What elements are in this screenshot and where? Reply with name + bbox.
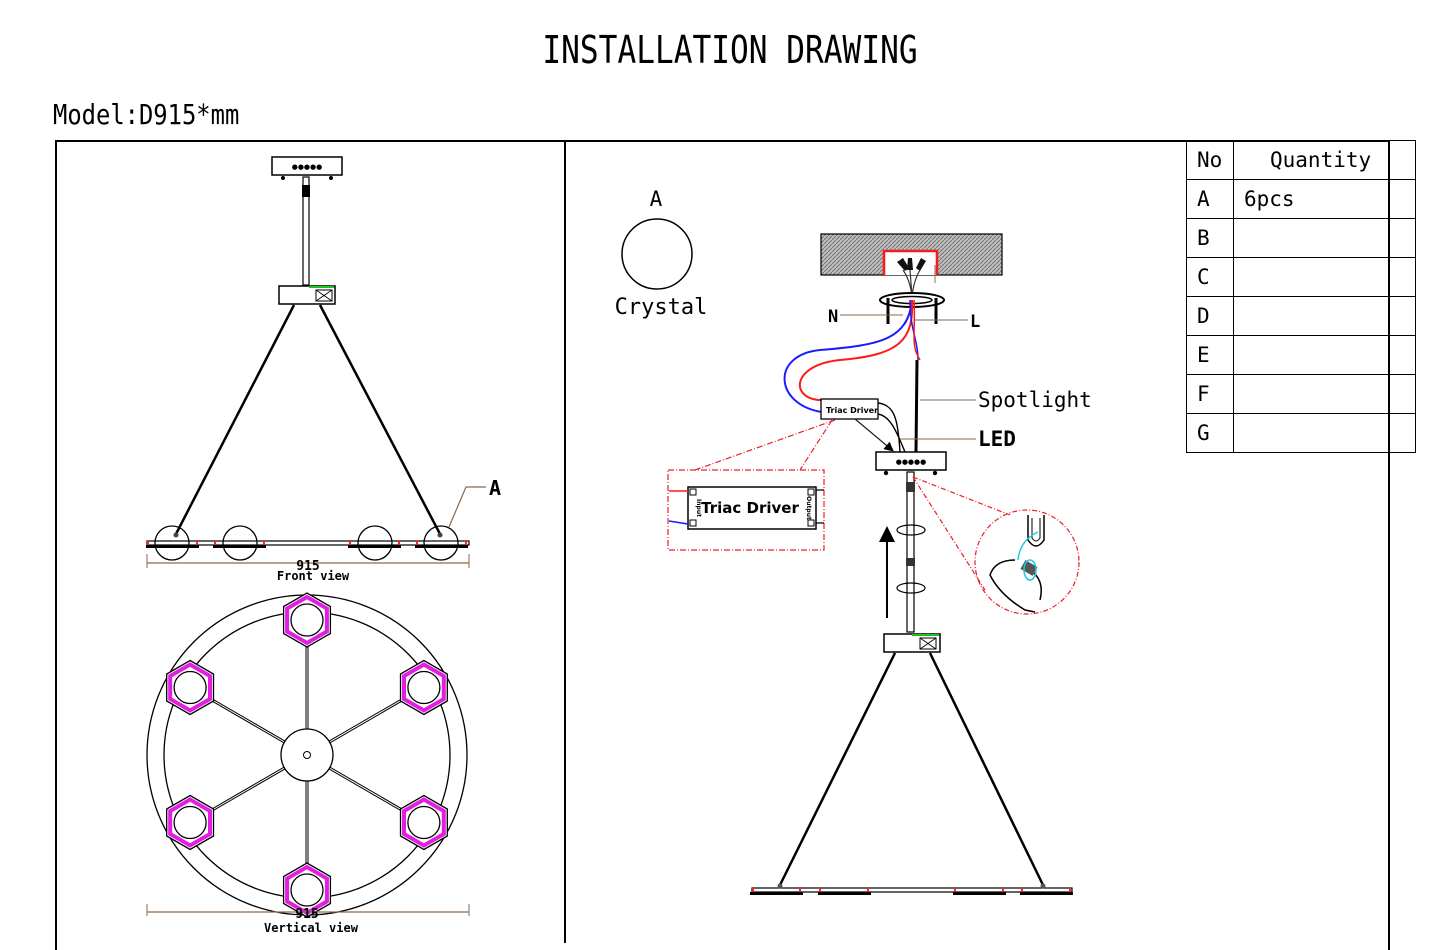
triac-driver-large bbox=[687, 486, 817, 530]
bar-segments bbox=[146, 541, 468, 548]
table-row: B bbox=[1186, 218, 1416, 258]
vertical-dimension: 915 bbox=[295, 907, 318, 922]
row-no: A bbox=[1186, 179, 1234, 219]
neutral-label: N bbox=[828, 307, 838, 327]
crystal-circle bbox=[173, 670, 207, 705]
row-no: D bbox=[1186, 296, 1234, 336]
crystal-circle bbox=[407, 670, 441, 705]
suspension-rod bbox=[302, 176, 310, 286]
table-row: E bbox=[1186, 335, 1416, 375]
ring-bar bbox=[146, 540, 470, 546]
front-dimension: 915 bbox=[296, 559, 319, 574]
row-no: B bbox=[1186, 218, 1234, 258]
table-row: G bbox=[1186, 413, 1416, 453]
part-letter: A bbox=[650, 187, 663, 211]
rod-assembly bbox=[906, 471, 915, 633]
arm-right bbox=[318, 304, 442, 535]
model-label: Model:D915*mm bbox=[53, 98, 240, 131]
row-no: C bbox=[1186, 257, 1234, 297]
front-view: ●●●●● A bbox=[146, 156, 501, 583]
installation-view: N L Triac Driver Spotlight LED ●●●●● bbox=[667, 233, 1092, 895]
crystal-circle bbox=[173, 805, 207, 840]
row-no: F bbox=[1186, 374, 1234, 414]
row-qty: 6pcs bbox=[1233, 179, 1416, 219]
row-qty bbox=[1233, 218, 1416, 258]
crystal-hexagons bbox=[166, 592, 448, 918]
triac-driver-small-label: Triac Driver bbox=[826, 406, 878, 415]
row-no: E bbox=[1186, 335, 1234, 375]
crystal-2 bbox=[222, 525, 258, 561]
panel-divider bbox=[564, 140, 566, 943]
canopy-screws: ●●●●● bbox=[292, 162, 323, 171]
vertical-view: 915 Vertical view bbox=[146, 592, 470, 935]
header-no: No bbox=[1186, 140, 1234, 180]
neutral-wire bbox=[783, 299, 913, 413]
live-wire bbox=[798, 299, 914, 401]
part-name: Crystal bbox=[615, 295, 708, 320]
hook-upper bbox=[1027, 515, 1045, 547]
crystal-hexagon-frame bbox=[402, 662, 446, 713]
crystal-4 bbox=[423, 525, 459, 561]
table-header-row: No Quantity bbox=[1186, 140, 1416, 180]
arm-left bbox=[174, 304, 296, 535]
connection-detail bbox=[912, 476, 1080, 615]
crystal-hexagon-frame bbox=[402, 797, 446, 848]
twist-arrow bbox=[1017, 531, 1039, 561]
row-qty bbox=[1233, 413, 1416, 453]
front-view-caption: Front view bbox=[277, 569, 350, 583]
crystal-hexagon-frame bbox=[168, 662, 212, 713]
triac-driver-large-label: Triac Driver bbox=[701, 499, 799, 517]
driver-detail bbox=[667, 419, 836, 551]
driver-input-label: Input bbox=[695, 499, 702, 517]
crystal-circle bbox=[407, 805, 441, 840]
twist-icons bbox=[896, 524, 926, 594]
crystal-hexagon-frame bbox=[285, 864, 329, 916]
spotlight-label: Spotlight bbox=[978, 388, 1092, 412]
row-qty bbox=[1233, 257, 1416, 297]
canopy-installed bbox=[875, 451, 947, 471]
svg-text:●●●●●: ●●●●● bbox=[896, 457, 927, 466]
vertical-view-caption: Vertical view bbox=[264, 921, 359, 935]
ceiling-canopy bbox=[271, 156, 343, 176]
part-legend: A Crystal bbox=[615, 187, 708, 320]
header-quantity: Quantity bbox=[1233, 140, 1416, 180]
table-row: C bbox=[1186, 257, 1416, 297]
table-row: F bbox=[1186, 374, 1416, 414]
drawing-frame bbox=[55, 140, 1390, 950]
crystal-circle bbox=[290, 603, 324, 637]
driver-output-label: Output bbox=[805, 496, 812, 520]
callout-a: A bbox=[489, 476, 501, 500]
crystal-3 bbox=[357, 525, 393, 561]
row-no: G bbox=[1186, 413, 1234, 453]
callout-leader bbox=[448, 486, 486, 528]
wire-nuts bbox=[897, 258, 926, 271]
page-title: INSTALLATION DRAWING bbox=[542, 28, 918, 72]
crystal-circle bbox=[290, 873, 324, 907]
row-qty bbox=[1233, 296, 1416, 336]
row-qty bbox=[1233, 335, 1416, 375]
crystal-hexagon-frame bbox=[168, 797, 212, 848]
led-label: LED bbox=[978, 427, 1016, 451]
feed-cable bbox=[914, 359, 919, 453]
live-label: L bbox=[970, 312, 980, 332]
table-row: D bbox=[1186, 296, 1416, 336]
crystal-hexagon-frame bbox=[285, 594, 329, 646]
triac-driver-small bbox=[820, 398, 879, 420]
crystal-1 bbox=[154, 525, 190, 561]
crystals-front bbox=[154, 525, 459, 561]
row-qty bbox=[1233, 374, 1416, 414]
crystal-symbol bbox=[621, 218, 693, 290]
